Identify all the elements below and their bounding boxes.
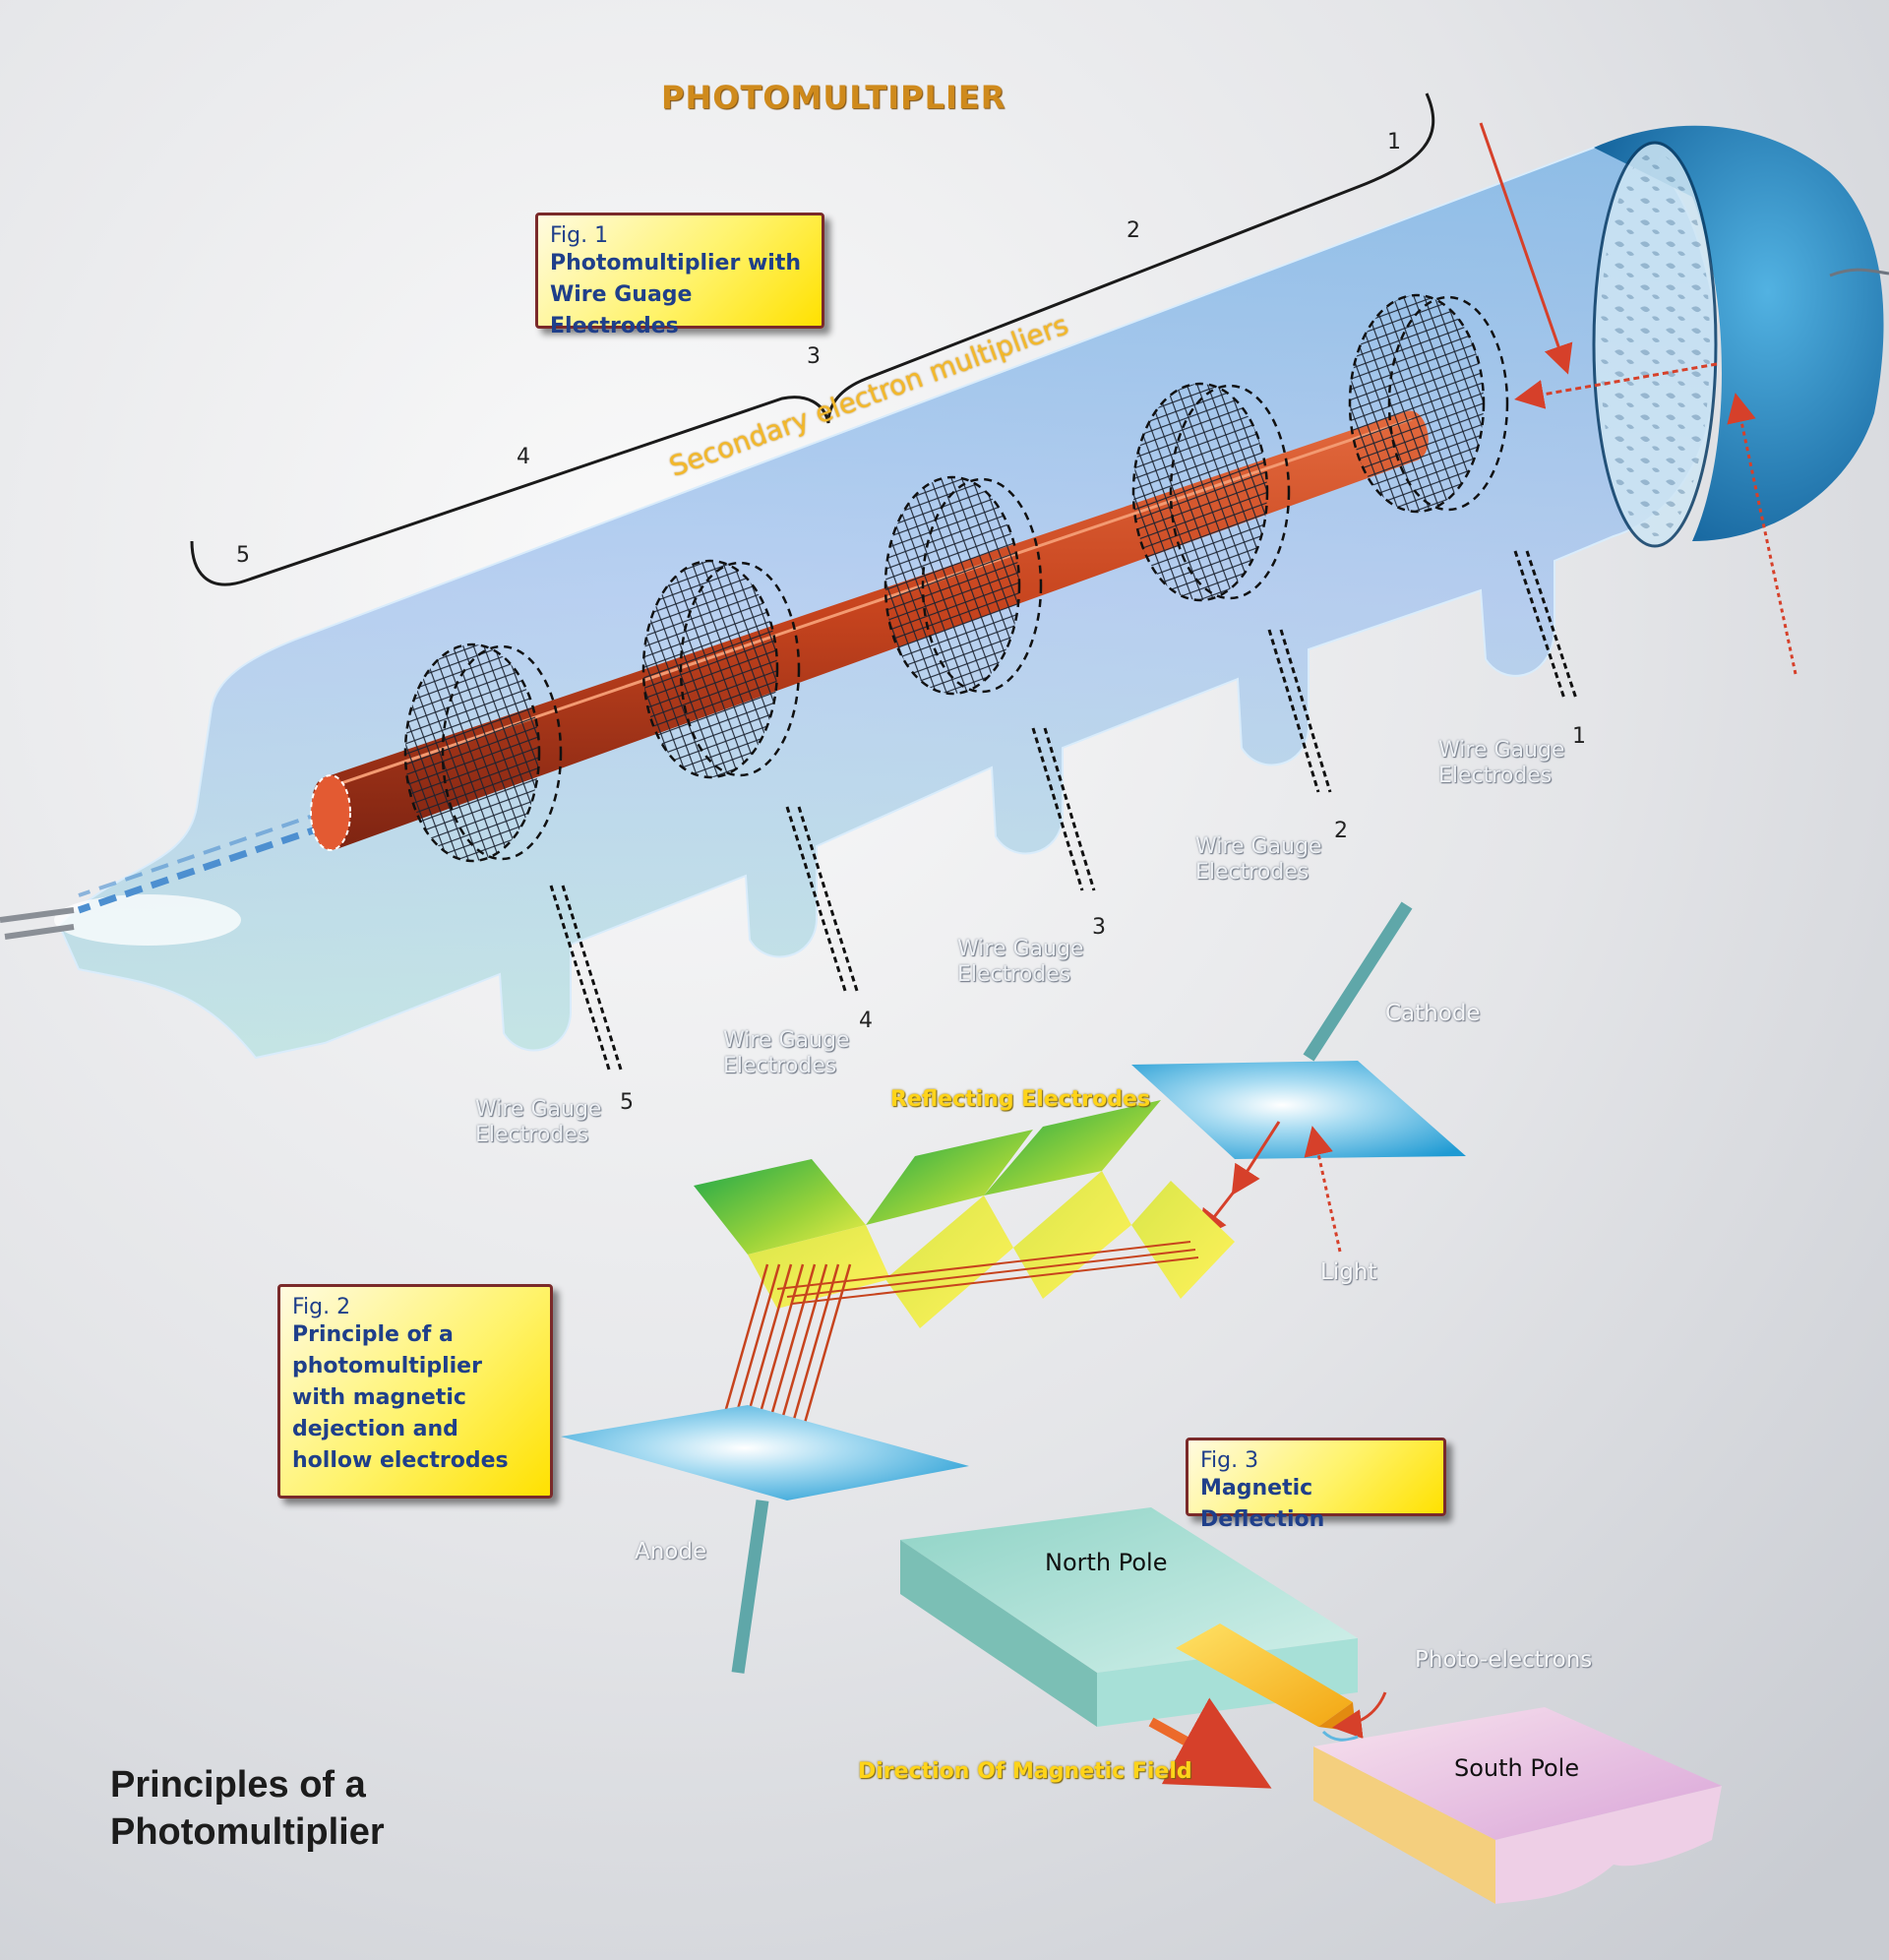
- electrode-label-1: Wire Gauge Electrodes: [1438, 738, 1565, 788]
- main-title: Principles of a Photomultiplier: [110, 1764, 385, 1853]
- cathode-stem: [1303, 901, 1413, 1062]
- electrode-label-4: Wire Gauge Electrodes: [723, 1028, 850, 1078]
- bracket-number-1: 1: [1387, 130, 1401, 154]
- bracket-number-2: 2: [1127, 218, 1140, 243]
- south-pole-label: South Pole: [1454, 1754, 1580, 1782]
- bracket-number-4: 4: [517, 445, 530, 469]
- rod-end: [310, 774, 351, 851]
- photocathode-bulb: [1594, 125, 1884, 541]
- north-pole-top: [900, 1507, 1358, 1673]
- electrode-number-4: 4: [859, 1009, 873, 1033]
- electrode-number-1: 1: [1572, 724, 1586, 749]
- south-pole-side: [1495, 1786, 1722, 1904]
- south-pole-front: [1313, 1746, 1495, 1904]
- light-ray: [1304, 1126, 1342, 1253]
- fig2-title: Principle of a photomultiplier with magn…: [292, 1322, 509, 1473]
- brace: [190, 92, 1435, 586]
- tip-glow: [54, 894, 241, 946]
- light-label: Light: [1320, 1259, 1377, 1285]
- fig1-number: Fig. 1: [550, 223, 609, 248]
- fig2-illustration: [561, 901, 1466, 1674]
- bracket-number-5: 5: [236, 543, 250, 568]
- fig1-label-box: Fig. 1 Photomultiplier with Wire Guage E…: [535, 213, 824, 338]
- electrode-disc-5: [403, 643, 624, 1073]
- magnetic-direction-arrow: [1148, 1697, 1272, 1789]
- anode-label: Anode: [635, 1539, 707, 1564]
- electrode-disc-4: [641, 559, 860, 995]
- electron-beam: [77, 823, 327, 914]
- reflecting-electrode: [694, 1159, 866, 1255]
- north-pole-label: North Pole: [1045, 1549, 1168, 1576]
- diagram-title: PHOTOMULTIPLIER: [661, 79, 1006, 116]
- photoelectron-prism: [1176, 1623, 1353, 1727]
- fig2-number: Fig. 2: [292, 1295, 351, 1319]
- electrode-label-3: Wire Gauge Electrodes: [957, 937, 1084, 987]
- cathode-label: Cathode: [1385, 1001, 1481, 1026]
- cathode-plate: [1131, 1061, 1466, 1159]
- south-pole-top: [1313, 1707, 1722, 1840]
- bulb-wire: [1829, 268, 1889, 277]
- fig2-label-box: Fig. 2 Principle of a photomultiplier wi…: [277, 1284, 553, 1499]
- anode-plate: [561, 1405, 969, 1501]
- anode-stem: [731, 1500, 769, 1674]
- fig3-number: Fig. 3: [1200, 1448, 1259, 1473]
- fig3-label-box: Fig. 3 Magnetic Deflection: [1186, 1438, 1446, 1532]
- electrode-disc-3: [884, 475, 1096, 891]
- north-pole-front: [900, 1540, 1097, 1727]
- pin: [4, 924, 75, 940]
- pin: [0, 907, 75, 923]
- electrode-label-2: Wire Gauge Electrodes: [1195, 834, 1322, 885]
- fig1-title: Photomultiplier with Wire Guage Electrod…: [550, 251, 802, 338]
- bracket-number-3: 3: [807, 344, 821, 369]
- electrode-label-5: Wire Gauge Electrodes: [475, 1097, 602, 1147]
- electron-beam: [78, 810, 326, 897]
- electron-arrow: [1514, 362, 1718, 409]
- light-arrow: [1479, 122, 1573, 375]
- electrode-number-3: 3: [1092, 915, 1106, 940]
- electrode-disc-1: [1348, 293, 1578, 700]
- photo-electrons-label: Photo-electrons: [1415, 1647, 1593, 1673]
- magnetic-field-direction-label: Direction Of Magnetic Field: [858, 1759, 1192, 1784]
- electrode-number-2: 2: [1334, 819, 1348, 843]
- electrode-disc-2: [1131, 382, 1332, 793]
- reflecting-electrodes-label: Reflecting Electrodes: [890, 1087, 1151, 1112]
- fig3-title: Magnetic Deflection: [1200, 1476, 1325, 1532]
- electrode-number-5: 5: [620, 1090, 634, 1115]
- fig3-illustration: [900, 1507, 1722, 1904]
